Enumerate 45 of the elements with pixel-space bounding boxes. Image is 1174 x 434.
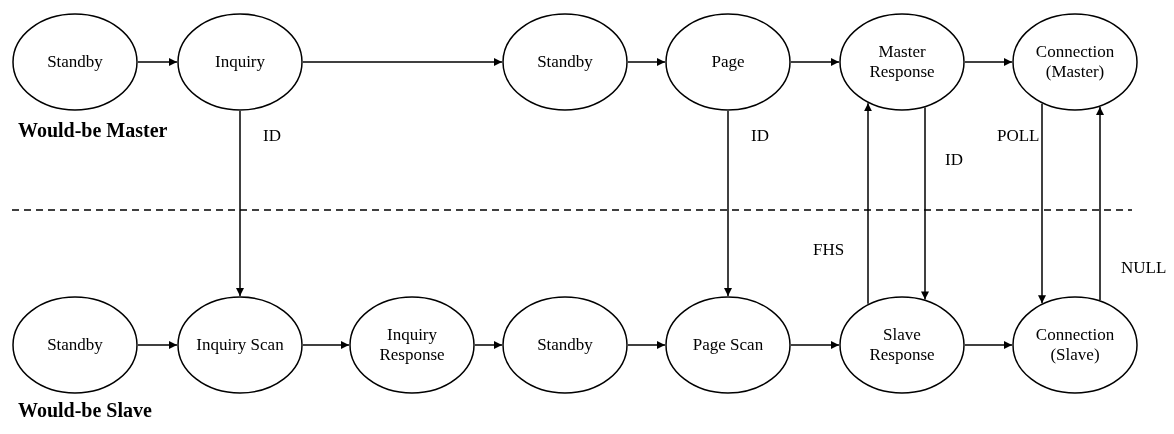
state-label: Inquiry <box>213 52 266 72</box>
state-ellipse <box>177 13 303 111</box>
arrow <box>302 341 350 349</box>
state-ellipse <box>1012 13 1138 111</box>
state-label: Inquiry Response <box>378 325 446 365</box>
arrow <box>724 110 732 297</box>
state-ellipse <box>502 13 628 111</box>
state-ellipse <box>177 296 303 394</box>
arrow <box>1038 103 1046 304</box>
arrow <box>627 341 666 349</box>
arrow <box>302 58 503 66</box>
state-label: Standby <box>46 52 104 72</box>
arrow <box>236 110 244 297</box>
state-label: Page <box>710 52 746 72</box>
arrow <box>864 102 872 305</box>
arrow <box>790 58 840 66</box>
arrow <box>964 341 1013 349</box>
arrow <box>137 341 178 349</box>
arrow <box>1096 106 1104 301</box>
state-ellipse <box>839 13 965 111</box>
state-label: Standby <box>46 335 104 355</box>
state-ellipse <box>839 296 965 394</box>
arrow <box>964 58 1013 66</box>
role-heading: Would-be Slave <box>18 398 152 422</box>
role-heading: Would-be Master <box>18 118 168 142</box>
state-ellipse <box>665 13 791 111</box>
arrow <box>137 58 178 66</box>
state-ellipse <box>502 296 628 394</box>
state-label: Master Response <box>868 42 936 82</box>
state-label: Connection (Master) <box>1034 42 1116 82</box>
arrow <box>474 341 503 349</box>
arrow <box>627 58 666 66</box>
state-label: Page Scan <box>691 335 765 355</box>
state-ellipse <box>349 296 475 394</box>
arrow <box>921 106 929 301</box>
state-ellipse <box>665 296 791 394</box>
state-label: Slave Response <box>868 325 936 365</box>
state-label: Standby <box>536 335 594 355</box>
state-label: Connection (Slave) <box>1034 325 1116 365</box>
state-label: Inquiry Scan <box>195 335 285 355</box>
state-label: Standby <box>536 52 594 72</box>
state-ellipse <box>1012 296 1138 394</box>
arrow <box>790 341 840 349</box>
state-ellipse <box>12 296 138 394</box>
state-ellipse <box>12 13 138 111</box>
